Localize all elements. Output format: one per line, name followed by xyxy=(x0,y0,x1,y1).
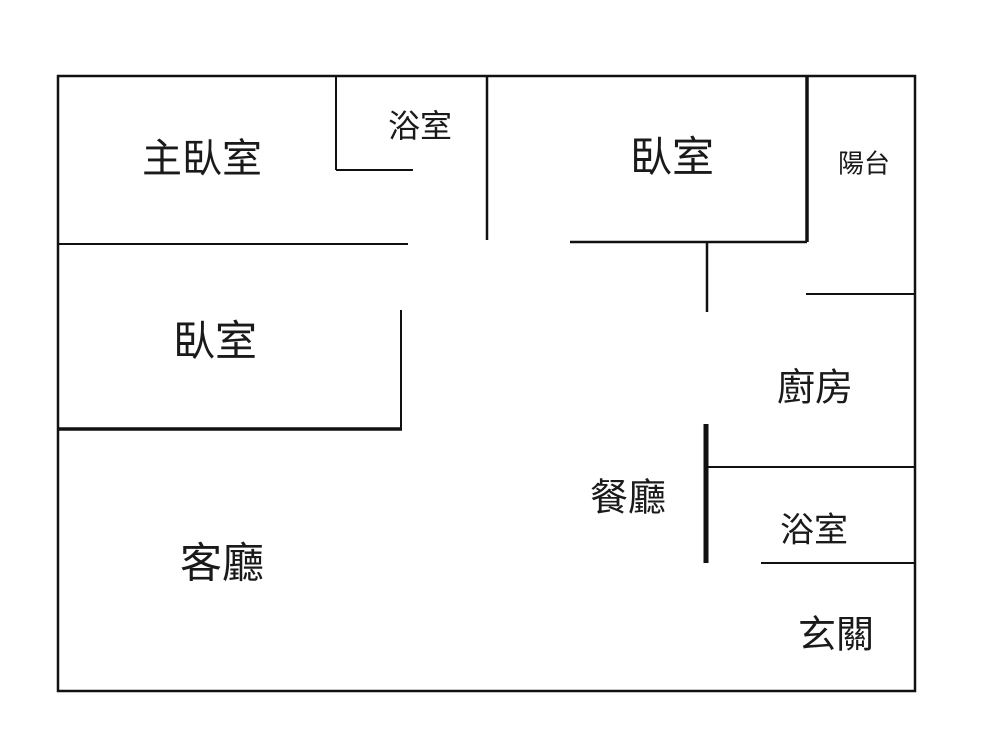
label-living-room: 客廳 xyxy=(180,539,264,588)
label-master-bedroom: 主臥室 xyxy=(142,136,262,182)
label-entrance: 玄關 xyxy=(798,613,874,657)
label-bedroom-upper: 臥室 xyxy=(630,133,714,182)
label-bathroom-lower: 浴室 xyxy=(780,511,848,551)
label-dining-room: 餐廳 xyxy=(590,476,666,520)
label-balcony: 陽台 xyxy=(838,150,890,180)
interior-walls xyxy=(58,76,915,564)
room-labels: 主臥室 浴室 臥室 陽台 臥室 廚房 餐廳 浴室 客廳 玄關 xyxy=(142,107,890,657)
label-bathroom-upper: 浴室 xyxy=(388,107,452,145)
label-bedroom-left: 臥室 xyxy=(173,317,257,366)
label-kitchen: 廚房 xyxy=(777,366,853,410)
